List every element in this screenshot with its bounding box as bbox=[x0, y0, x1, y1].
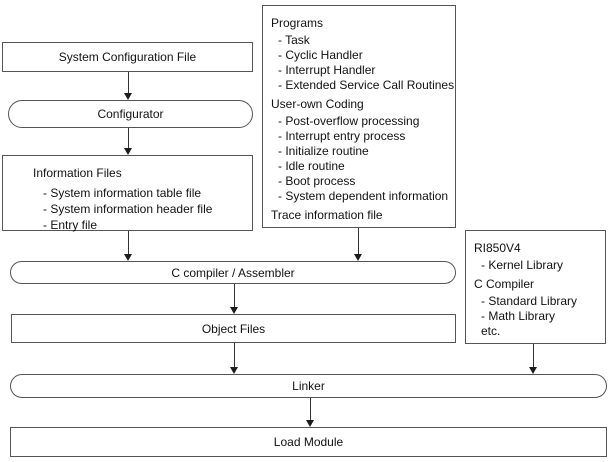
arrow-stem bbox=[234, 343, 235, 368]
connector-object-files-to-linker bbox=[230, 343, 239, 374]
configurator-label: Configurator bbox=[97, 107, 164, 121]
programs-item: - Extended Service Call Routines bbox=[278, 78, 455, 92]
programs-box: Programs - Task - Cyclic Handler - Inter… bbox=[262, 5, 456, 228]
arrow-stem bbox=[310, 398, 311, 421]
trace-information-file-label: Trace information file bbox=[271, 208, 383, 222]
arrow-down-icon bbox=[124, 93, 132, 100]
arrow-down-icon bbox=[230, 307, 238, 314]
c-compiler-item: - Standard Library bbox=[481, 294, 578, 308]
ri850v4-item: - Kernel Library bbox=[481, 258, 564, 272]
programs-item: - Interrupt Handler bbox=[278, 63, 376, 77]
connector-libraries-to-linker bbox=[529, 344, 538, 374]
c-compiler-assembler-box: C compiler / Assembler bbox=[10, 261, 456, 284]
c-compiler-assembler-label: C compiler / Assembler bbox=[171, 265, 295, 280]
load-module-label: Load Module bbox=[273, 435, 344, 449]
information-files-item: - Entry file bbox=[43, 218, 98, 232]
connector-compiler-to-object-files bbox=[230, 284, 239, 314]
user-own-coding-section-title: User-own Coding bbox=[271, 97, 364, 111]
configurator-box: Configurator bbox=[8, 100, 253, 128]
linker-label: Linker bbox=[292, 379, 325, 393]
arrow-down-icon bbox=[354, 254, 362, 261]
programs-section-title: Programs bbox=[271, 16, 324, 30]
object-files-label: Object Files bbox=[201, 321, 266, 336]
connector-config-file-to-configurator bbox=[124, 72, 133, 100]
arrow-stem bbox=[128, 128, 129, 149]
information-files-title: Information Files bbox=[33, 166, 122, 180]
user-own-coding-item: - Initialize routine bbox=[278, 144, 369, 158]
connector-configurator-to-information-files bbox=[124, 128, 133, 155]
arrow-down-icon bbox=[124, 148, 132, 155]
information-files-item: - System information header file bbox=[43, 202, 213, 216]
linker-box: Linker bbox=[10, 374, 607, 398]
libraries-box: RI850V4 - Kernel Library C Compiler - St… bbox=[465, 230, 606, 344]
arrow-down-icon bbox=[124, 254, 132, 261]
arrow-stem bbox=[234, 284, 235, 308]
arrow-stem bbox=[128, 72, 129, 94]
arrow-stem bbox=[358, 228, 359, 255]
c-compiler-section-title: C Compiler bbox=[474, 277, 535, 291]
arrow-stem bbox=[533, 344, 534, 368]
user-own-coding-item: - Idle routine bbox=[278, 159, 345, 173]
connector-information-files-to-compiler bbox=[124, 231, 133, 261]
arrow-stem bbox=[128, 231, 129, 255]
user-own-coding-item: - Boot process bbox=[278, 174, 356, 188]
system-configuration-file-label: System Configuration File bbox=[58, 50, 197, 64]
arrow-down-icon bbox=[306, 420, 314, 427]
c-compiler-item: - Math Library bbox=[481, 309, 556, 323]
user-own-coding-item: - Post-overflow processing bbox=[278, 114, 420, 128]
connector-linker-to-load-module bbox=[306, 398, 315, 427]
system-configuration-file-box: System Configuration File bbox=[2, 42, 253, 72]
ri850v4-section-title: RI850V4 bbox=[474, 241, 521, 255]
information-files-item: - System information table file bbox=[43, 186, 202, 200]
load-module-box: Load Module bbox=[10, 427, 607, 457]
connector-programs-to-compiler bbox=[354, 228, 363, 261]
c-compiler-item: etc. bbox=[481, 324, 501, 338]
programs-item: - Task bbox=[278, 33, 310, 47]
object-files-box: Object Files bbox=[11, 314, 456, 343]
user-own-coding-item: - Interrupt entry process bbox=[278, 129, 406, 143]
arrow-down-icon bbox=[529, 367, 537, 374]
user-own-coding-item: - System dependent information bbox=[278, 189, 449, 203]
programs-item: - Cyclic Handler bbox=[278, 48, 363, 62]
information-files-box: Information Files - System information t… bbox=[2, 155, 253, 232]
arrow-down-icon bbox=[230, 367, 238, 374]
